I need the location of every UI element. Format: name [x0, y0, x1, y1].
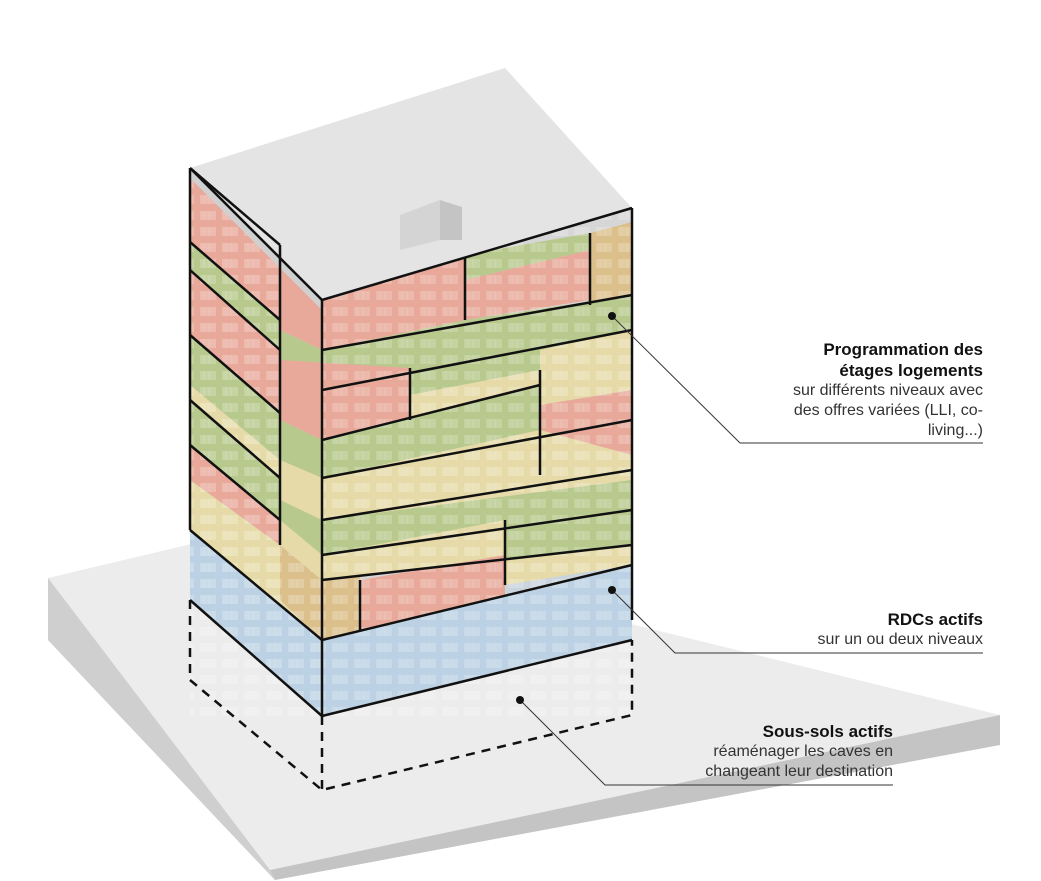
annotation-logements: Programmation des étages logements sur d…	[735, 339, 983, 441]
annotation-soussols-title: Sous-sols actifs	[762, 722, 893, 741]
annotation-soussols-desc-1: réaménager les caves en	[713, 743, 893, 760]
annotation-logements-desc-1: sur différents niveaux avec	[792, 382, 983, 399]
annotation-soussols-desc-2: changeant leur destination	[705, 763, 893, 780]
roof	[190, 68, 632, 310]
annotation-rdc-desc: sur un ou deux niveaux	[817, 631, 983, 648]
block-outlines	[188, 167, 634, 718]
annotation-soussols: Sous-sols actifs réaménager les caves en…	[600, 721, 893, 782]
annotation-logements-title-2: étages logements	[839, 361, 983, 380]
front-facade	[280, 208, 632, 716]
annotation-logements-desc-2: des offres variées (LLI, co-	[793, 402, 983, 419]
annotation-rdc-title: RDCs actifs	[887, 610, 983, 629]
leader-lines	[519, 315, 983, 786]
marker-dot-rdc	[608, 586, 616, 594]
annotation-logements-desc-3: living...)	[927, 422, 983, 439]
marker-dot-soussols	[516, 696, 524, 704]
annotation-logements-title-1: Programmation des	[823, 340, 983, 359]
basement-outline	[188, 600, 634, 792]
annotation-rdc: RDCs actifs sur un ou deux niveaux	[740, 609, 983, 650]
marker-dot-logements	[608, 312, 616, 320]
